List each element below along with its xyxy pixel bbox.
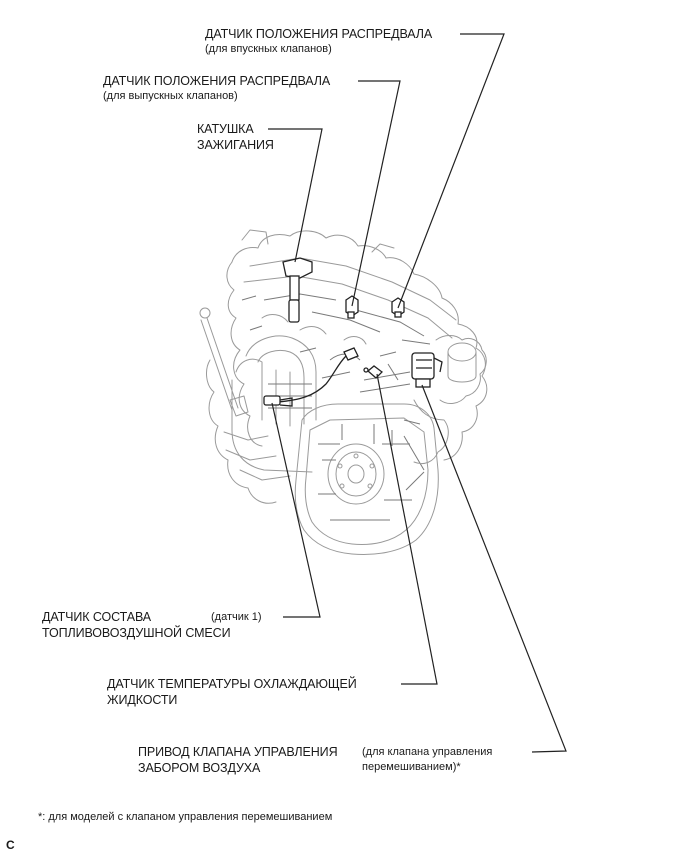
camshaft-sensor-exhaust-label: ДАТЧИК ПОЛОЖЕНИЯ РАСПРЕДВАЛА [103, 74, 331, 88]
camshaft-sensor-intake-part [391, 297, 405, 318]
camshaft-sensor-intake-label: ДАТЧИК ПОЛОЖЕНИЯ РАСПРЕДВАЛА [205, 27, 433, 41]
ignition-coil-part [282, 257, 313, 323]
intake-valve-actuator-label-line2: ЗАБОРОМ ВОЗДУХА [138, 761, 261, 775]
intake-valve-actuator-sublabel-line2: перемешиванием)* [362, 761, 461, 773]
intake-control-valve-actuator-part [411, 352, 443, 388]
camshaft-sensor-intake-sublabel: (для впускных клапанов) [205, 43, 332, 55]
coolant-temp-sensor-label-line1: ДАТЧИК ТЕМПЕРАТУРЫ ОХЛАЖДАЮЩЕЙ [107, 677, 357, 691]
corner-mark: C [6, 838, 15, 852]
ignition-coil-label-line1: КАТУШКА [197, 122, 254, 136]
coolant-temp-sensor-label-line2: ЖИДКОСТИ [107, 693, 178, 707]
intake-valve-actuator-label-line1: ПРИВОД КЛАПАНА УПРАВЛЕНИЯ [138, 745, 338, 759]
ignition-coil-label-line2: ЗАЖИГАНИЯ [197, 138, 274, 152]
af-sensor-label-line2: ТОПЛИВОВОЗДУШНОЙ СМЕСИ [42, 626, 231, 640]
intake-valve-actuator-sublabel-line1: (для клапана управления [362, 746, 493, 758]
engine-outline [206, 229, 488, 555]
oil-dipstick [199, 307, 249, 417]
af-sensor-sublabel: (датчик 1) [211, 611, 262, 623]
camshaft-sensor-exhaust-sublabel: (для выпускных клапанов) [103, 90, 238, 102]
af-sensor-label-line1: ДАТЧИК СОСТАВА [42, 610, 152, 624]
camshaft-sensor-exhaust-part [345, 295, 359, 319]
footnote: *: для моделей с клапаном управления пер… [38, 811, 333, 823]
leader-lines [268, 33, 567, 753]
coolant-temp-sensor-part [363, 365, 383, 379]
air-fuel-ratio-sensor-part [263, 347, 359, 407]
